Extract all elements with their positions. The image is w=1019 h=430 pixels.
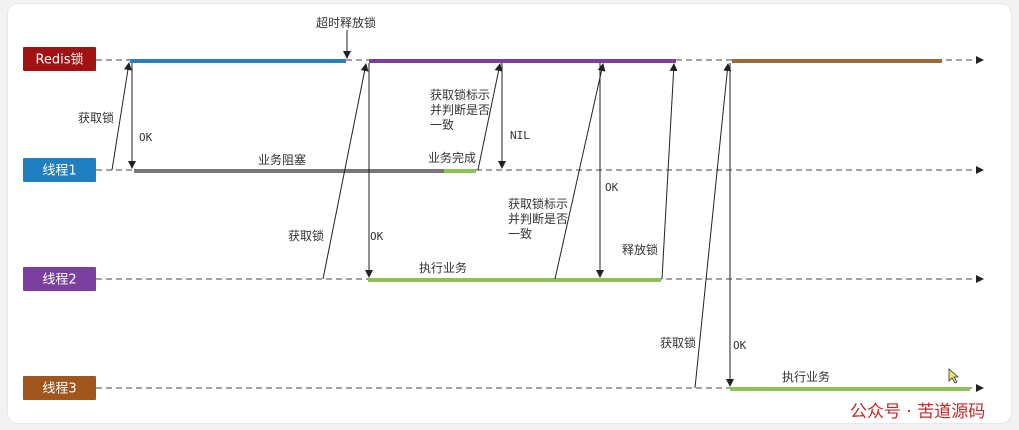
label-thread1-blocked: 业务阻塞 — [258, 152, 306, 167]
lane-tag-redis-bg — [23, 47, 96, 71]
label-thread3-ok: OK — [733, 339, 747, 352]
label-timeout-release: 超时释放锁 — [316, 15, 376, 30]
arrow-thread2-release — [661, 63, 678, 280]
lane-tag-redis-label: Redis锁 — [35, 52, 83, 68]
label-thread1-acquire: 获取锁 — [78, 110, 114, 125]
label-thread2-check-ok: OK — [605, 181, 619, 194]
label-thread3-work: 执行业务 — [782, 369, 830, 384]
label-thread2-check-line1: 获取锁标示 — [508, 196, 568, 211]
lane-tag-thread3: 线程3 — [23, 376, 96, 400]
label-thread1-check-line2: 并判断是否 — [430, 102, 490, 117]
label-thread1-nil: NIL — [510, 129, 530, 142]
label-thread2-ok: OK — [370, 230, 384, 243]
lane-tag-thread3-label: 线程3 — [42, 382, 76, 397]
arrow-thread1-acquire — [111, 62, 132, 171]
lane-tag-thread2-bg — [23, 267, 96, 291]
cursor-icon — [948, 368, 960, 384]
label-thread2-check-line3: 一致 — [508, 227, 532, 241]
arrow-thread1-get-token — [477, 63, 503, 171]
lane-tag-thread3-bg — [23, 376, 96, 400]
watermark-name: 苦道源码 — [917, 402, 985, 422]
arrow-thread2-get-token — [554, 63, 606, 280]
lane-tag-redis: Redis锁 — [23, 47, 96, 71]
label-thread2-work: 执行业务 — [419, 260, 467, 275]
label-thread3-acquire: 获取锁 — [660, 335, 696, 350]
label-thread1-check-line1: 获取锁标示 — [430, 87, 490, 102]
watermark-prefix: 公众号 · — [850, 402, 917, 422]
lane-tag-thread1-label: 线程1 — [42, 164, 76, 179]
arrow-thread3-acquire — [694, 63, 732, 389]
lane-tag-thread2: 线程2 — [23, 267, 96, 291]
timeline-thread2-arrowhead — [976, 275, 984, 283]
label-thread2-release: 释放锁 — [622, 242, 658, 257]
timeline-redis-arrowhead — [976, 56, 984, 64]
timeline-thread1-arrowhead — [976, 166, 984, 174]
label-thread1-done: 业务完成 — [428, 150, 476, 165]
label-thread1-check-line3: 一致 — [430, 118, 454, 132]
lane-tag-thread1: 线程1 — [23, 158, 96, 182]
label-thread2-acquire: 获取锁 — [288, 228, 324, 243]
diagram-frame — [8, 4, 1011, 423]
watermark: 公众号 · 苦道源码 — [850, 402, 985, 422]
label-thread1-ok: OK — [139, 131, 153, 144]
lane-tag-thread2-label: 线程2 — [42, 273, 76, 288]
lane-tag-thread1-bg — [23, 158, 96, 182]
label-thread2-check-line2: 并判断是否 — [508, 211, 568, 226]
svg-text:公众号 · 苦道源码: 公众号 · 苦道源码 — [850, 402, 985, 422]
timeline-thread3-arrowhead — [976, 384, 984, 392]
arrow-thread2-acquire — [322, 63, 369, 280]
